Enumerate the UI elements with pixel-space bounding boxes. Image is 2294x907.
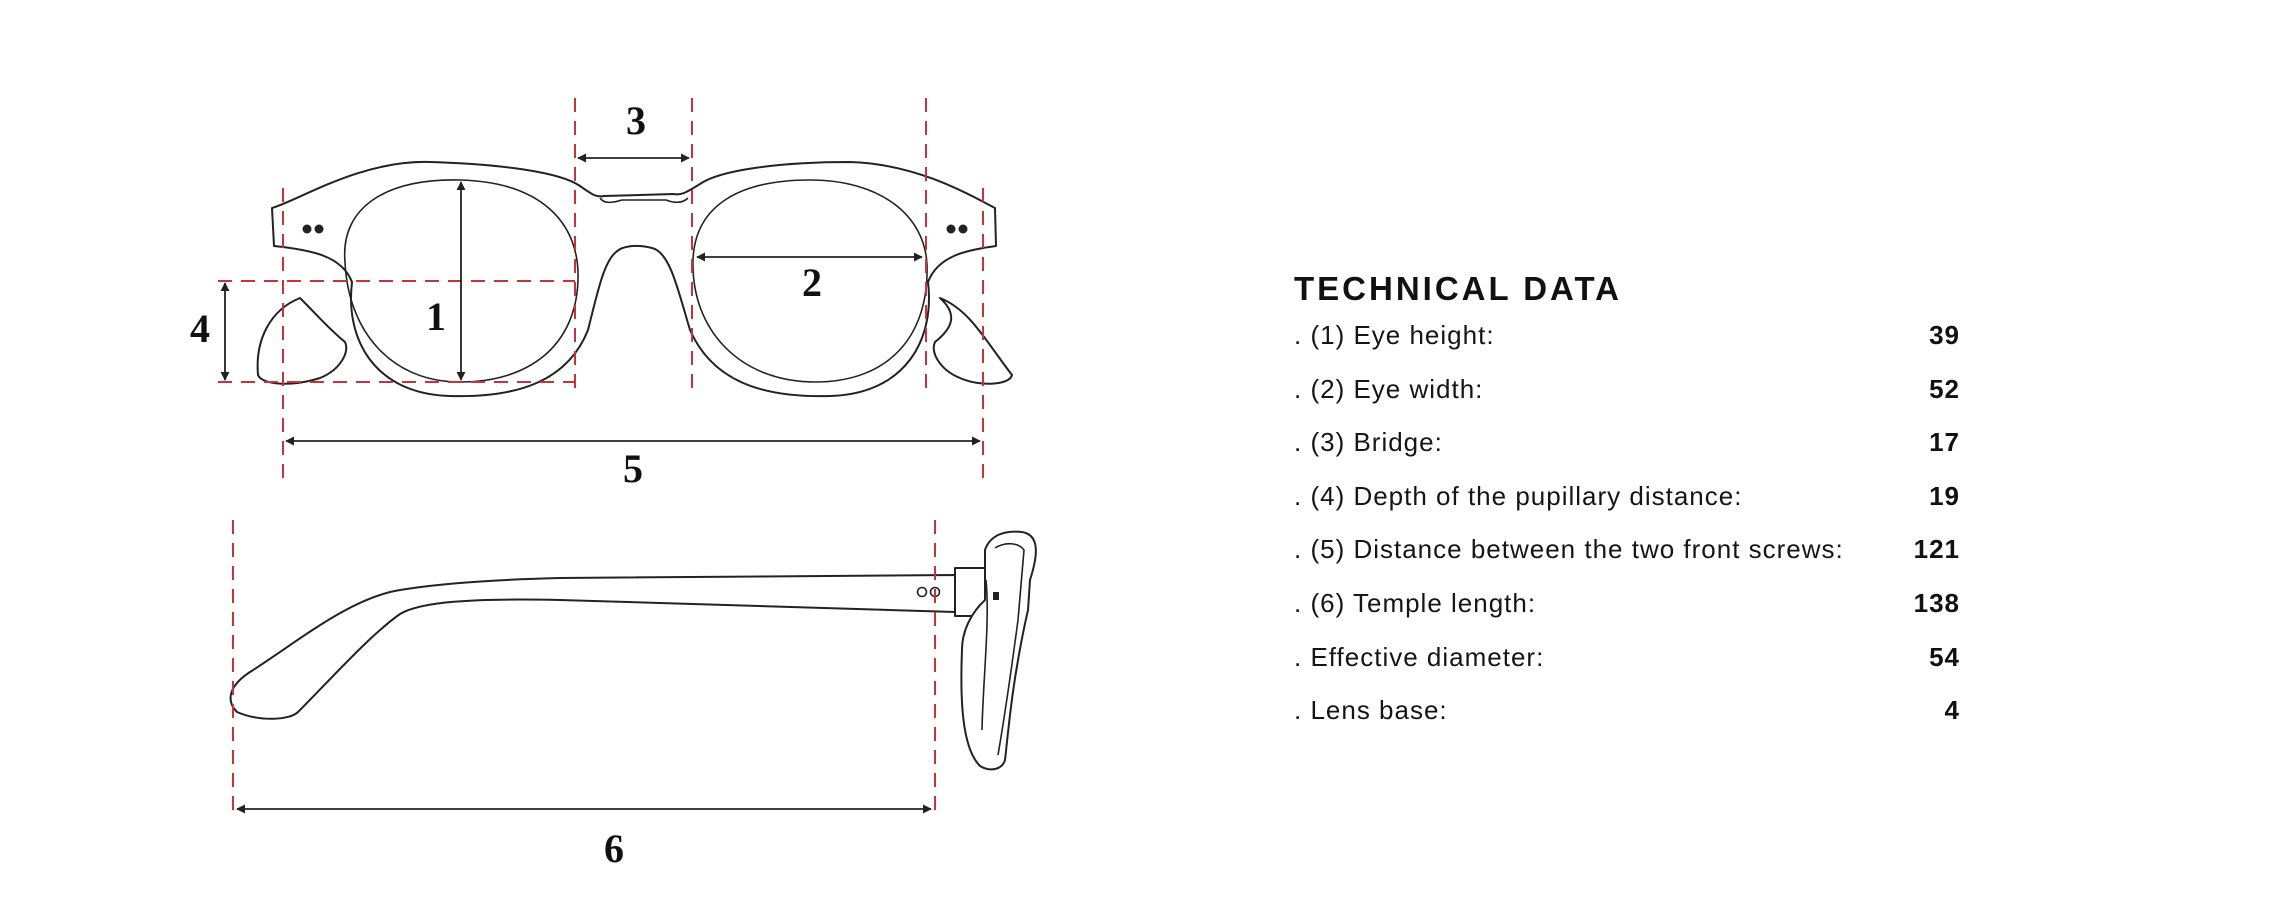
spec-row-bridge: . (3) Bridge: 17 xyxy=(1294,427,1960,481)
left-lens xyxy=(343,179,579,383)
front-frame xyxy=(271,160,997,398)
spec-label: . Lens base: xyxy=(1294,695,1448,726)
dimension-label-5: 5 xyxy=(623,446,643,491)
spec-value: 121 xyxy=(1913,534,1960,565)
spec-value: 4 xyxy=(1944,695,1960,726)
front-rim-profile xyxy=(960,530,1037,771)
spec-value: 54 xyxy=(1929,641,1960,672)
spec-row-eye-height: . (1) Eye height: 39 xyxy=(1294,320,1960,374)
spec-row-pupillary-depth: . (4) Depth of the pupillary distance: 1… xyxy=(1294,481,1960,535)
spec-list: . (1) Eye height: 39 . (2) Eye width: 52… xyxy=(1294,320,1960,749)
spec-value: 19 xyxy=(1929,480,1960,511)
right-lens xyxy=(692,179,928,383)
spec-label: . (2) Eye width: xyxy=(1294,373,1484,404)
technical-data-panel: TECHNICAL DATA . (1) Eye height: 39 . (2… xyxy=(1294,270,1960,749)
spec-row-eye-width: . (2) Eye width: 52 xyxy=(1294,374,1960,428)
side-view: 6 xyxy=(229,520,1037,871)
spec-value: 17 xyxy=(1929,427,1960,458)
spec-label: . (1) Eye height: xyxy=(1294,320,1495,350)
technical-data-title: TECHNICAL DATA xyxy=(1294,270,1622,307)
dimension-label-4: 4 xyxy=(190,306,210,351)
left-temple-front xyxy=(256,297,348,385)
spec-row-temple-length: . (6) Temple length: 138 xyxy=(1294,588,1960,642)
spec-value: 138 xyxy=(1913,587,1960,618)
temple-arm xyxy=(229,574,956,720)
left-hinge-screw-1 xyxy=(302,224,312,234)
glasses-diagram: 1 2 3 4 5 6 xyxy=(190,98,1037,871)
dimension-label-6: 6 xyxy=(604,826,624,871)
dimension-label-1: 1 xyxy=(426,294,446,339)
right-temple-front xyxy=(932,297,1013,385)
spec-value: 39 xyxy=(1929,320,1960,350)
side-screw-1 xyxy=(916,586,928,598)
spec-label: . Effective diameter: xyxy=(1294,641,1545,672)
spec-label: . (5) Distance between the two front scr… xyxy=(1294,534,1844,565)
spec-row-lens-base: . Lens base: 4 xyxy=(1294,695,1960,749)
dimension-label-3: 3 xyxy=(626,98,646,143)
dimension-label-2: 2 xyxy=(802,260,822,305)
front-view: 1 2 3 4 5 xyxy=(190,98,1013,491)
right-hinge-screw-2 xyxy=(958,224,968,234)
spec-row-screw-distance: . (5) Distance between the two front scr… xyxy=(1294,534,1960,588)
spec-label: . (6) Temple length: xyxy=(1294,587,1537,618)
spec-label: . (3) Bridge: xyxy=(1294,427,1443,458)
left-hinge-screw-2 xyxy=(314,224,324,234)
spec-row-effective-diameter: . Effective diameter: 54 xyxy=(1294,642,1960,696)
spec-label: . (4) Depth of the pupillary distance: xyxy=(1294,480,1743,511)
right-hinge-screw-1 xyxy=(946,224,956,234)
spec-value: 52 xyxy=(1929,373,1960,404)
